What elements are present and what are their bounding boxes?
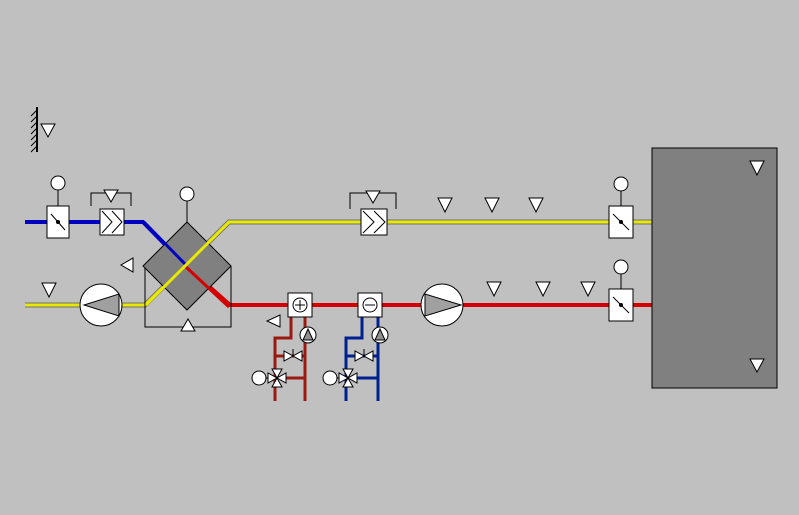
outdoor-air-filter-icon[interactable] (99, 208, 125, 236)
supply-inlet-sensor-icon[interactable] (41, 282, 57, 299)
heat-exchanger-actuator-icon[interactable] (179, 186, 195, 202)
supply-fan-icon[interactable] (79, 283, 123, 327)
supply-air-filter-icon[interactable] (360, 208, 388, 236)
plate-heat-exchanger-icon[interactable] (142, 220, 232, 311)
heating-coil-sensor-icon[interactable] (265, 314, 281, 328)
cooling-three-way-valve-icon[interactable] (338, 368, 358, 388)
heating-coil-icon[interactable] (287, 292, 313, 318)
extract-damper-icon[interactable] (608, 288, 634, 322)
supply-filter-pressure-sensor-icon[interactable] (365, 190, 381, 204)
supply-damper-actuator-icon[interactable] (613, 176, 629, 192)
cooling-pump-icon[interactable] (371, 326, 389, 344)
room-sensor-bottom-icon[interactable] (749, 358, 765, 374)
extract-damper-actuator-icon[interactable] (613, 259, 629, 275)
duct-sensor-2-icon[interactable] (484, 197, 500, 214)
room-sensor-top-icon[interactable] (749, 160, 765, 177)
heating-valve-actuator-icon[interactable] (251, 370, 267, 386)
heat-exchanger-sensor-left-icon[interactable] (120, 257, 134, 273)
duct-sensor-6-icon[interactable] (580, 281, 596, 298)
heating-pump-icon[interactable] (299, 326, 317, 344)
supply-damper-icon[interactable] (608, 205, 634, 239)
room-icon[interactable] (651, 147, 778, 389)
cooling-valve-actuator-icon[interactable] (322, 370, 338, 386)
outdoor-damper-actuator-icon[interactable] (50, 175, 66, 191)
heat-exchanger-sensor-bottom-icon[interactable] (180, 318, 196, 332)
duct-sensor-3-icon[interactable] (528, 197, 544, 214)
outdoor-temperature-sensor-icon[interactable] (40, 123, 56, 139)
outdoor-wall-icon (30, 107, 38, 153)
cooling-coil-icon[interactable] (357, 292, 383, 318)
extract-fan-icon[interactable] (420, 283, 464, 327)
heating-three-way-valve-icon[interactable] (267, 368, 287, 388)
cooling-balancing-valve-icon[interactable] (354, 349, 374, 362)
outdoor-air-damper-icon[interactable] (46, 205, 70, 239)
duct-sensor-1-icon[interactable] (437, 197, 453, 214)
duct-sensor-4-icon[interactable] (486, 281, 502, 298)
outdoor-filter-pressure-sensor-icon[interactable] (103, 189, 119, 203)
heating-balancing-valve-icon[interactable] (283, 349, 303, 362)
duct-sensor-5-icon[interactable] (535, 281, 551, 298)
